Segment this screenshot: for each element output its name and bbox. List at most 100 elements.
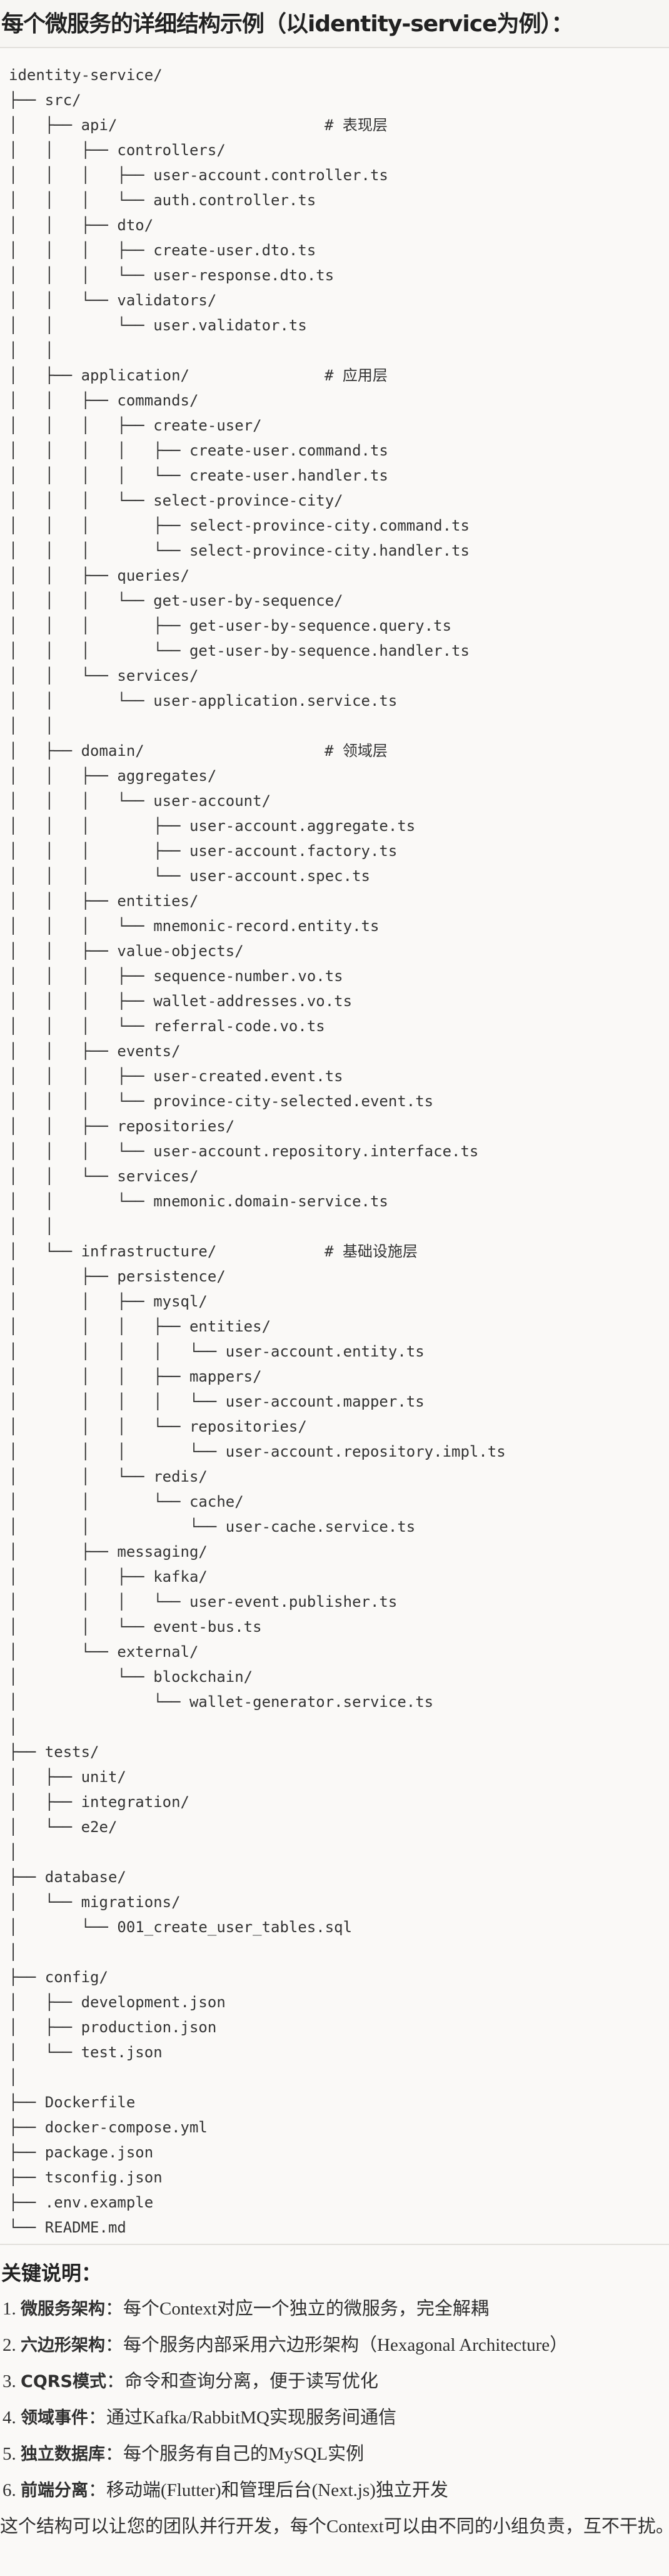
tree-entry: │ — [9, 2069, 18, 2086]
tree-line: ├── tsconfig.json — [9, 2165, 669, 2190]
tree-line: │ │ ├── commands/ — [9, 388, 669, 413]
tree-line: │ │ └── services/ — [9, 1164, 669, 1189]
tree-entry: │ │ │ └── user-account.repository.impl.t… — [9, 1443, 506, 1460]
tree-entry: │ │ ├── events/ — [9, 1042, 181, 1060]
note-description: ：命令和查询分离，便于读写优化 — [106, 2371, 379, 2391]
tree-line: │ │ │ ├── sequence-number.vo.ts — [9, 964, 669, 989]
tree-entry: │ │ │ ├── user-account.controller.ts — [9, 166, 388, 184]
tree-line: │ │ ├── queries/ — [9, 563, 669, 588]
tree-line: │ │ │ ├── mappers/ — [9, 1364, 669, 1389]
tree-line: ├── package.json — [9, 2140, 669, 2165]
tree-entry: │ │ │ ├── user-account.aggregate.ts — [9, 817, 416, 835]
layer-comment: # 领域层 — [324, 742, 388, 760]
tree-entry: │ │ │ │ └── user-account.entity.ts — [9, 1343, 425, 1360]
tree-line: │ └── e2e/ — [9, 1815, 669, 1840]
tree-line: │ │ └── user.validator.ts — [9, 313, 669, 338]
tree-entry: │ │ — [9, 717, 54, 735]
tree-entry: │ │ │ └── user-event.publisher.ts — [9, 1593, 398, 1611]
note-description: ：通过Kafka/RabbitMQ实现服务间通信 — [88, 2408, 396, 2428]
tree-entry: │ │ │ ├── user-created.event.ts — [9, 1067, 343, 1085]
directory-tree-code-block: identity-service/├── src/│ ├── api/# 表现层… — [9, 63, 669, 2240]
tree-entry: │ │ └── validators/ — [9, 292, 217, 309]
tree-line: │ │ └── mnemonic.domain-service.ts — [9, 1189, 669, 1214]
tree-line: │ │ ├── mysql/ — [9, 1289, 669, 1314]
tree-entry: │ │ │ ├── create-user/ — [9, 417, 262, 434]
tree-entry: ├── Dockerfile — [9, 2094, 136, 2111]
note-item: 2. 六边形架构：每个服务内部采用六边形架构（Hexagonal Archite… — [0, 2327, 669, 2363]
tree-entry: │ │ └── redis/ — [9, 1468, 208, 1485]
tree-line: │ │ │ └── mnemonic-record.entity.ts — [9, 914, 669, 939]
tree-line: │ ├── application/# 应用层 — [9, 363, 669, 388]
tree-entry: │ │ │ ├── select-province-city.command.t… — [9, 517, 470, 534]
tree-line: ├── Dockerfile — [9, 2090, 669, 2115]
tree-line: │ │ │ │ └── create-user.handler.ts — [9, 463, 669, 488]
tree-entry: │ ├── unit/ — [9, 1768, 126, 1786]
tree-entry: │ │ ├── controllers/ — [9, 141, 226, 159]
note-description: ：每个服务有自己的MySQL实例 — [105, 2444, 365, 2464]
note-number: 5. — [3, 2444, 16, 2464]
tree-line: │ │ └── cache/ — [9, 1489, 669, 1514]
tree-line: │ │ │ ├── user-account.aggregate.ts — [9, 813, 669, 838]
note-item: 4. 领域事件：通过Kafka/RabbitMQ实现服务间通信 — [0, 2400, 669, 2436]
tree-entry: │ └── infrastructure/ — [9, 1243, 217, 1260]
tree-line: │ │ ├── kafka/ — [9, 1564, 669, 1589]
tree-entry: │ │ — [9, 1218, 54, 1235]
tree-line: │ │ — [9, 338, 669, 363]
tree-entry: │ │ │ └── referral-code.vo.ts — [9, 1017, 325, 1035]
tree-line: │ │ ├── events/ — [9, 1039, 669, 1064]
tree-entry: │ └── e2e/ — [9, 1818, 118, 1836]
tree-entry: │ │ ├── value-objects/ — [9, 942, 244, 960]
tree-line: │ ├── development.json — [9, 1990, 669, 2015]
tree-line: │ │ ├── controllers/ — [9, 138, 669, 163]
tree-line: │ — [9, 2065, 669, 2090]
tree-entry: │ ├── development.json — [9, 1993, 226, 2011]
tree-line: │ │ │ └── user-account.repository.interf… — [9, 1139, 669, 1164]
layer-comment: # 基础设施层 — [324, 1243, 418, 1260]
tree-entry: │ │ │ └── repositories/ — [9, 1418, 307, 1435]
tree-entry: │ ├── persistence/ — [9, 1268, 226, 1285]
tree-entry: │ └── migrations/ — [9, 1893, 181, 1911]
tree-line: │ │ │ │ ├── create-user.command.ts — [9, 438, 669, 463]
tree-entry: │ │ │ ├── sequence-number.vo.ts — [9, 967, 343, 985]
tree-entry: │ │ │ │ └── create-user.handler.ts — [9, 467, 388, 484]
tree-line: │ │ ├── entities/ — [9, 888, 669, 914]
tree-line: │ │ │ │ └── user-account.mapper.ts — [9, 1389, 669, 1414]
note-number: 6. — [3, 2480, 16, 2500]
tree-entry: ├── config/ — [9, 1968, 108, 1986]
tree-line: │ └── test.json — [9, 2040, 669, 2065]
tree-line: │ │ │ └── repositories/ — [9, 1414, 669, 1439]
tree-line: │ ├── unit/ — [9, 1764, 669, 1789]
tree-line: │ │ │ ├── create-user.dto.ts — [9, 238, 669, 263]
tree-entry: ├── tsconfig.json — [9, 2169, 163, 2186]
tree-entry: │ │ │ │ ├── create-user.command.ts — [9, 442, 388, 459]
notes-heading: 关键说明： — [1, 2261, 102, 2285]
tree-entry: ├── package.json — [9, 2144, 154, 2161]
tree-entry: │ — [9, 1943, 18, 1961]
note-term: CQRS模式 — [21, 2372, 107, 2391]
tree-line: │ │ │ └── get-user-by-sequence/ — [9, 588, 669, 613]
tree-entry: ├── src/ — [9, 91, 81, 109]
tree-entry: │ ├── production.json — [9, 2019, 217, 2036]
tree-entry: │ │ │ └── select-province-city/ — [9, 492, 343, 509]
tree-entry: │ │ │ └── get-user-by-sequence.handler.t… — [9, 642, 470, 659]
note-term: 前端分离 — [21, 2481, 88, 2500]
tree-entry: │ │ │ └── user-account.spec.ts — [9, 867, 370, 885]
note-number: 3. — [3, 2371, 16, 2391]
tree-line: │ └── wallet-generator.service.ts — [9, 1689, 669, 1714]
page-title: 每个微服务的详细结构示例（以identity-service为例）： — [1, 11, 573, 37]
tree-entry: │ │ │ └── user-account.repository.interf… — [9, 1143, 479, 1160]
tree-entry: │ └── external/ — [9, 1643, 199, 1661]
tree-line: │ │ │ └── auth.controller.ts — [9, 188, 669, 213]
tree-line: │ │ ├── dto/ — [9, 213, 669, 238]
tree-entry: │ — [9, 1718, 18, 1736]
note-description: ：每个服务内部采用六边形架构（Hexagonal Architecture） — [105, 2335, 568, 2355]
layer-comment: # 表现层 — [324, 116, 388, 134]
tree-entry: │ │ │ └── mnemonic-record.entity.ts — [9, 917, 380, 935]
tree-line: identity-service/ — [9, 63, 669, 88]
tree-entry: │ │ ├── dto/ — [9, 216, 154, 234]
note-description: ：移动端(Flutter)和管理后台(Next.js)独立开发 — [88, 2480, 448, 2500]
tree-entry: │ │ │ ├── get-user-by-sequence.query.ts — [9, 617, 452, 634]
tree-line: │ ├── messaging/ — [9, 1539, 669, 1564]
tree-line: │ │ │ ├── wallet-addresses.vo.ts — [9, 989, 669, 1014]
